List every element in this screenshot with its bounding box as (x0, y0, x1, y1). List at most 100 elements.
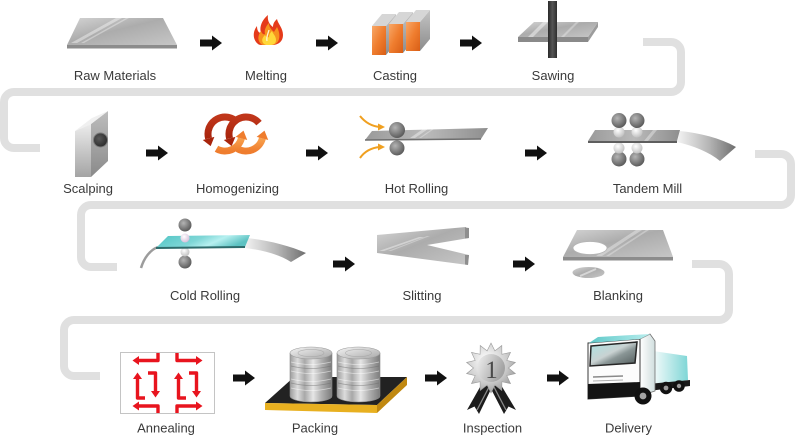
pallet-side (377, 377, 407, 413)
step-packing: Packing (265, 346, 407, 435)
step-label: Slitting (402, 288, 441, 303)
step-label: Packing (292, 421, 338, 435)
ingot-block (406, 10, 430, 51)
ingot-front (406, 22, 420, 51)
heat-arrow (359, 146, 381, 159)
tandem-rolling-mill-icon (588, 113, 736, 167)
coil (336, 346, 381, 403)
flame-highlight (266, 29, 270, 42)
strip-end (465, 255, 469, 265)
step-label: Blanking (593, 288, 643, 303)
strip-highlight (388, 236, 430, 251)
plate-highlight (561, 22, 579, 37)
trailer-box (653, 351, 688, 385)
coil-texture (290, 361, 332, 365)
rosette-center (477, 354, 505, 382)
coil-texture (337, 382, 380, 386)
coil-body (336, 352, 381, 403)
step-blanking: Blanking (563, 230, 673, 303)
rolled-strip (677, 131, 736, 161)
step-raw-materials: Raw Materials (67, 18, 177, 83)
arc-arrow-maroon (204, 113, 241, 140)
wheel-hub (639, 392, 647, 400)
flow-arrow-line (175, 404, 196, 413)
step-label: Tandem Mill (613, 181, 682, 196)
connector-blanking-to-annealing (60, 260, 733, 380)
windshield (589, 341, 638, 367)
coil-top-ring (345, 349, 372, 357)
flow-arrow-line (139, 353, 160, 363)
coil-texture (337, 370, 380, 374)
slit-strip-icon (377, 227, 469, 265)
plate-highlight (596, 230, 642, 256)
connector-tandem-mill-to-cold-rolling (77, 150, 795, 271)
step-label: Cold Rolling (170, 288, 240, 303)
arrowhead-maroon (223, 136, 236, 147)
badge-number: 1 (485, 357, 498, 384)
saw-blade (548, 1, 557, 58)
ingot-front (372, 26, 386, 55)
step-label: Annealing (137, 421, 195, 435)
cold-rolling-mill-icon (139, 218, 306, 269)
connector-sawing-to-scalping (0, 38, 685, 152)
flow-arrow-line (176, 379, 186, 400)
flow-arrow-line (189, 371, 199, 391)
ribbon-highlight (493, 386, 507, 411)
arrow-right-icon (146, 145, 168, 161)
arrow-right-icon (316, 35, 338, 51)
step-label: Sawing (532, 68, 575, 83)
wheel-hub (663, 385, 669, 391)
coil-texture (290, 370, 332, 374)
heat-arrowhead (378, 123, 385, 131)
arrow-right-icon (200, 35, 222, 51)
step-label: Homogenizing (196, 181, 279, 196)
flame-core (262, 31, 276, 45)
plate-edge (67, 45, 177, 49)
arrowhead-maroon (202, 136, 215, 147)
slit-strip (377, 227, 469, 265)
strip-edge (588, 141, 677, 143)
step-casting: Casting (372, 10, 430, 83)
arrowhead-down (151, 391, 160, 398)
step-scalping: Scalping (63, 111, 113, 196)
step-annealing: Annealing (120, 352, 215, 435)
backup-roll (611, 113, 627, 128)
delivery-truck-icon (587, 333, 690, 405)
slab-highlight (410, 129, 428, 138)
grille-bar (592, 375, 624, 378)
coil-top (336, 346, 381, 360)
strip-end (465, 227, 469, 239)
plate-surface (67, 18, 177, 45)
arrow-right-icon (513, 256, 535, 272)
arrow-right-icon (460, 35, 482, 51)
front-bumper (588, 382, 640, 399)
arc-arrow-orange (235, 137, 266, 155)
sheet-edge (155, 246, 246, 249)
coil-texture (337, 361, 380, 365)
plate-surface (518, 22, 598, 37)
step-label: Inspection (463, 421, 522, 435)
ingot-top (389, 12, 413, 24)
arrowhead-left (132, 356, 139, 365)
cab-roof (589, 334, 650, 343)
backup-roll (611, 151, 627, 167)
heat-arrowhead (378, 143, 385, 151)
coil-texture (290, 382, 332, 386)
arrowhead-down (192, 391, 201, 398)
slab-highlight (419, 129, 434, 138)
ingot-top (406, 10, 430, 22)
backup-roll (629, 151, 645, 167)
step-cold-rolling: Cold Rolling (139, 218, 306, 303)
step-slitting: Slitting (377, 227, 469, 303)
arrowhead-right (196, 356, 203, 365)
circular-arrows-icon (202, 113, 269, 155)
work-roll (631, 142, 643, 154)
backup-roll (629, 113, 645, 128)
flow-arrows (146, 35, 569, 386)
step-inspection: 1 Inspection (463, 342, 522, 435)
work-roll (180, 247, 190, 257)
scalped-slab-icon (75, 111, 108, 177)
coil-texture (337, 378, 380, 382)
arrow-right-icon (233, 370, 255, 386)
